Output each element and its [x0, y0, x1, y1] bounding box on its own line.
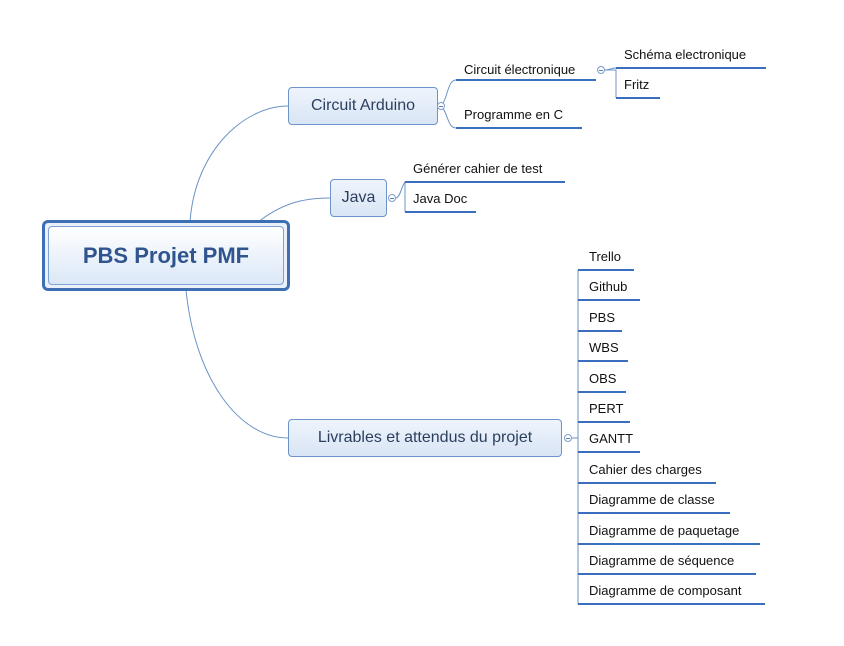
subtopic-diagramme-de-composant[interactable]: Diagramme de composant: [589, 583, 742, 598]
subtopic-diagramme-de-paquetage[interactable]: Diagramme de paquetage: [589, 523, 740, 538]
collapse-circuit-electronique-icon[interactable]: [597, 66, 605, 74]
topic-java[interactable]: Java: [330, 179, 387, 217]
central-topic[interactable]: PBS Projet PMF: [42, 220, 290, 291]
subtopic-generer-cahier-de-test[interactable]: Générer cahier de test: [413, 161, 543, 176]
subtopic-pbs[interactable]: PBS: [589, 310, 616, 325]
subtopic-trello[interactable]: Trello: [589, 249, 622, 264]
central-topic-inner: PBS Projet PMF: [48, 226, 284, 285]
subtopic-fritz[interactable]: Fritz: [624, 77, 650, 92]
subtopic-obs[interactable]: OBS: [589, 371, 617, 386]
subtopic-pert[interactable]: PERT: [589, 401, 624, 416]
connector-central-livrables: [185, 289, 289, 439]
connector-circuit-fritz: [605, 69, 617, 98]
connector-java-vertical: [395, 180, 406, 212]
topic-label: Livrables et attendus du projet: [317, 429, 533, 446]
topic-circuit-arduino[interactable]: Circuit Arduino: [288, 87, 438, 125]
collapse-livrables-icon[interactable]: [564, 434, 572, 442]
subtopic-java-doc[interactable]: Java Doc: [413, 191, 468, 206]
subtopic-diagramme-de-sequence[interactable]: Diagramme de séquence: [589, 553, 735, 568]
central-topic-label: PBS Projet PMF: [82, 242, 250, 268]
collapse-java-icon[interactable]: [388, 194, 396, 202]
connector-circuit-schema: [604, 67, 617, 71]
topic-label: Java: [341, 189, 376, 206]
subtopic-circuit-electronique[interactable]: Circuit électronique: [464, 62, 576, 77]
subtopic-programme-en-c[interactable]: Programme en C: [464, 107, 563, 122]
connector-central-java: [257, 197, 331, 223]
subtopic-github[interactable]: Github: [589, 279, 628, 294]
connector-central-circuit-arduino: [189, 105, 289, 223]
subtopic-schema-electronique[interactable]: Schéma electronique: [624, 47, 747, 62]
subtopic-wbs[interactable]: WBS: [589, 340, 619, 355]
subtopic-cahier-des-charges[interactable]: Cahier des charges: [589, 462, 702, 477]
topic-livrables[interactable]: Livrables et attendus du projet: [288, 419, 562, 457]
collapse-circuit-arduino-icon[interactable]: [437, 102, 445, 110]
subtopic-gantt[interactable]: GANTT: [589, 431, 634, 446]
subtopic-diagramme-de-classe[interactable]: Diagramme de classe: [589, 492, 715, 507]
topic-label: Circuit Arduino: [310, 97, 416, 114]
